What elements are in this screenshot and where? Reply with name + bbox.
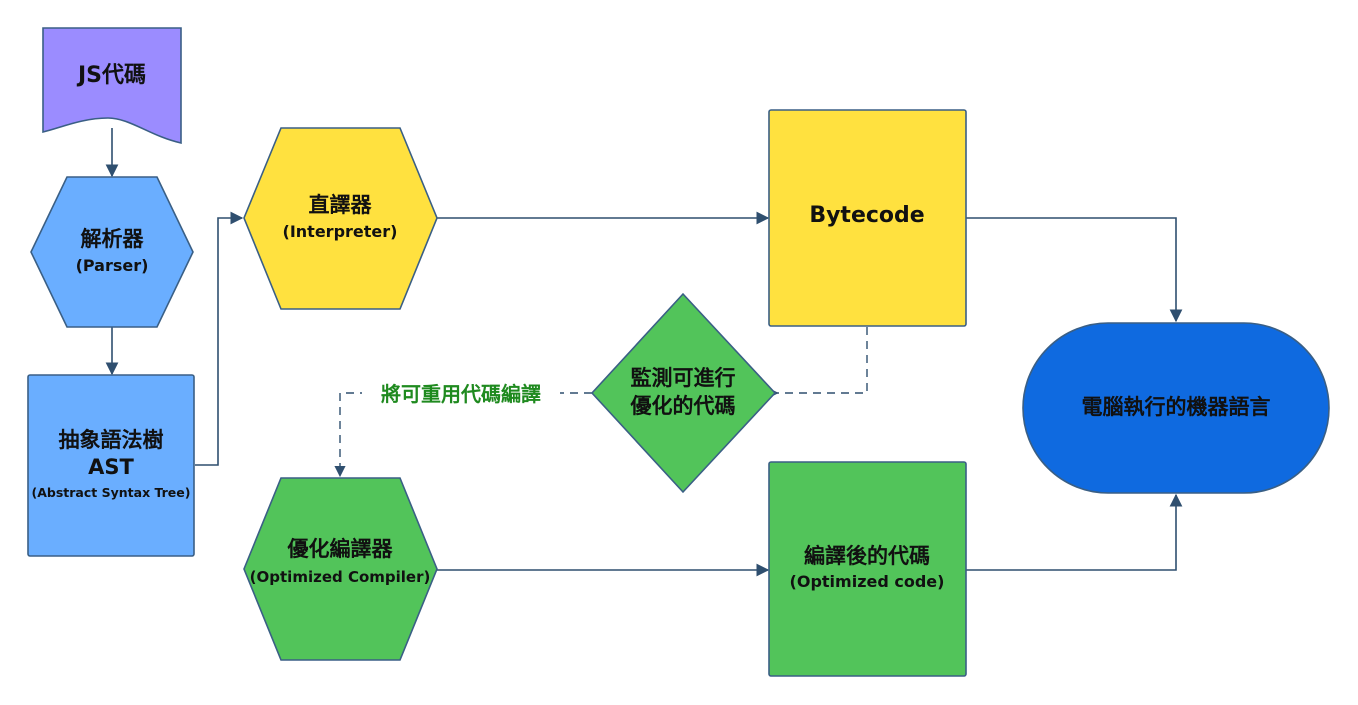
node-optimized-code: 編譯後的代碼 (Optimized code) [768,461,967,677]
node-js-code: JS代碼 [42,27,182,145]
diamond-shape [590,292,777,494]
node-interpreter-subtitle: (Interpreter) [283,222,398,241]
node-optimized-code-title: 編譯後的代碼 [804,544,930,568]
hexagon-shape [243,127,438,310]
node-machine-language-label: 電腦執行的機器語言 [1082,395,1271,419]
edge-ast-to-interpreter [195,211,244,466]
node-compiler-subtitle: (Optimized Compiler) [250,568,431,586]
edge-bytecode-to-monitor [777,327,868,393]
edge-label-reuse-text: 將可重用代碼編譯 [381,382,541,406]
node-ast-abbr: AST [88,455,134,479]
node-interpreter-title: 直譯器 [309,193,373,217]
document-shape [42,27,182,145]
node-monitor-line2: 優化的代碼 [630,394,736,418]
rectangle-shape [27,374,195,557]
edge-label-reuse: 將可重用代碼編譯 [362,380,560,406]
stadium-shape [1022,322,1330,494]
node-machine-language: 電腦執行的機器語言 [1022,322,1330,494]
node-optimized-code-subtitle: (Optimized code) [790,572,945,591]
edge-optimized-to-machine [966,493,1183,571]
node-parser-subtitle: (Parser) [76,256,149,275]
node-monitor: 監測可進行 優化的代碼 [590,292,777,494]
node-compiler-title: 優化編譯器 [287,537,394,561]
edge-bytecode-to-machine [966,217,1183,323]
node-monitor-line1: 監測可進行 [631,366,736,390]
rectangle-shape [768,109,967,327]
node-ast-title: 抽象語法樹 [59,428,164,452]
node-compiler: 優化編譯器 (Optimized Compiler) [243,477,438,661]
hexagon-shape [30,176,194,328]
rectangle-shape [768,461,967,677]
edges [105,128,1183,577]
node-ast: 抽象語法樹 AST (Abstract Syntax Tree) [27,374,195,557]
node-parser: 解析器 (Parser) [30,176,194,328]
node-interpreter: 直譯器 (Interpreter) [243,127,438,310]
node-js-code-label: JS代碼 [76,63,146,88]
hexagon-shape [243,477,438,661]
node-bytecode-label: Bytecode [809,203,924,228]
node-ast-subtitle: (Abstract Syntax Tree) [32,485,191,500]
node-parser-title: 解析器 [81,227,145,251]
node-bytecode: Bytecode [768,109,967,327]
